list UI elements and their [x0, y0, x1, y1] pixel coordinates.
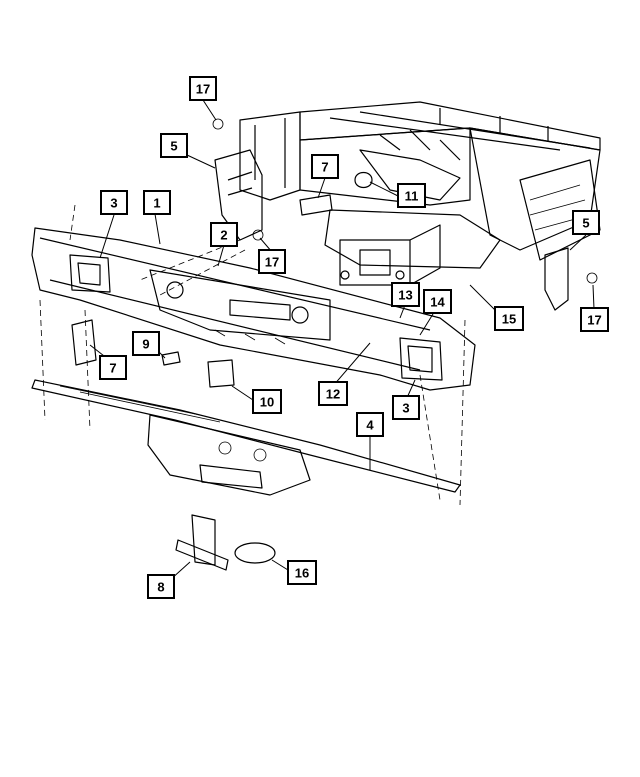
callout-5-left: 5	[160, 133, 188, 158]
callout-label: 2	[220, 228, 227, 243]
callout-16: 16	[287, 560, 317, 585]
callout-label: 5	[582, 216, 589, 231]
callout-label: 7	[109, 361, 116, 376]
plug-part-16	[234, 542, 276, 564]
bracket-part-8	[175, 514, 229, 571]
callout-7-top: 7	[311, 154, 339, 179]
callout-4: 4	[356, 412, 384, 437]
callout-3-left: 3	[100, 190, 128, 215]
right-bracket	[544, 247, 598, 311]
callout-14: 14	[423, 289, 452, 314]
callout-label: 7	[321, 160, 328, 175]
callout-17-top: 17	[189, 76, 217, 101]
callout-13: 13	[391, 282, 420, 307]
left-bracket	[212, 118, 263, 241]
callout-label: 9	[142, 337, 149, 352]
fasteners	[161, 171, 373, 388]
frame-rails	[239, 101, 601, 261]
callout-label: 10	[260, 395, 274, 410]
callout-15: 15	[494, 306, 524, 331]
callout-11: 11	[397, 183, 426, 208]
callout-10: 10	[252, 389, 282, 414]
callout-17-right: 17	[580, 307, 609, 332]
callout-label: 16	[295, 566, 309, 581]
callout-12: 12	[318, 381, 348, 406]
callout-9: 9	[132, 331, 160, 356]
callout-label: 5	[170, 139, 177, 154]
mounting-bracket-lower	[71, 319, 97, 366]
callout-7-lower: 7	[99, 355, 127, 380]
hitch-receiver	[324, 209, 501, 286]
phantom-lines	[39, 204, 466, 506]
callout-label: 17	[196, 82, 210, 97]
callout-label: 14	[430, 295, 445, 310]
callout-label: 4	[366, 418, 374, 433]
callout-label: 17	[587, 313, 601, 328]
leader-lines	[89, 99, 595, 581]
callout-1: 1	[143, 190, 171, 215]
callout-17-middle: 17	[258, 249, 286, 274]
callout-label: 15	[502, 312, 516, 327]
step-pad	[31, 379, 461, 496]
callout-3-right: 3	[392, 395, 420, 420]
rear-bumper	[31, 227, 476, 391]
callout-8: 8	[147, 574, 175, 599]
callout-label: 8	[157, 580, 164, 595]
callout-label: 3	[402, 401, 409, 416]
callout-label: 12	[326, 387, 340, 402]
callout-label: 1	[153, 196, 160, 211]
callout-label: 13	[398, 288, 412, 303]
callout-5-right: 5	[572, 210, 600, 235]
callout-label: 17	[265, 255, 279, 270]
callout-2: 2	[210, 222, 238, 247]
callout-label: 3	[110, 196, 117, 211]
callout-label: 11	[405, 189, 419, 204]
